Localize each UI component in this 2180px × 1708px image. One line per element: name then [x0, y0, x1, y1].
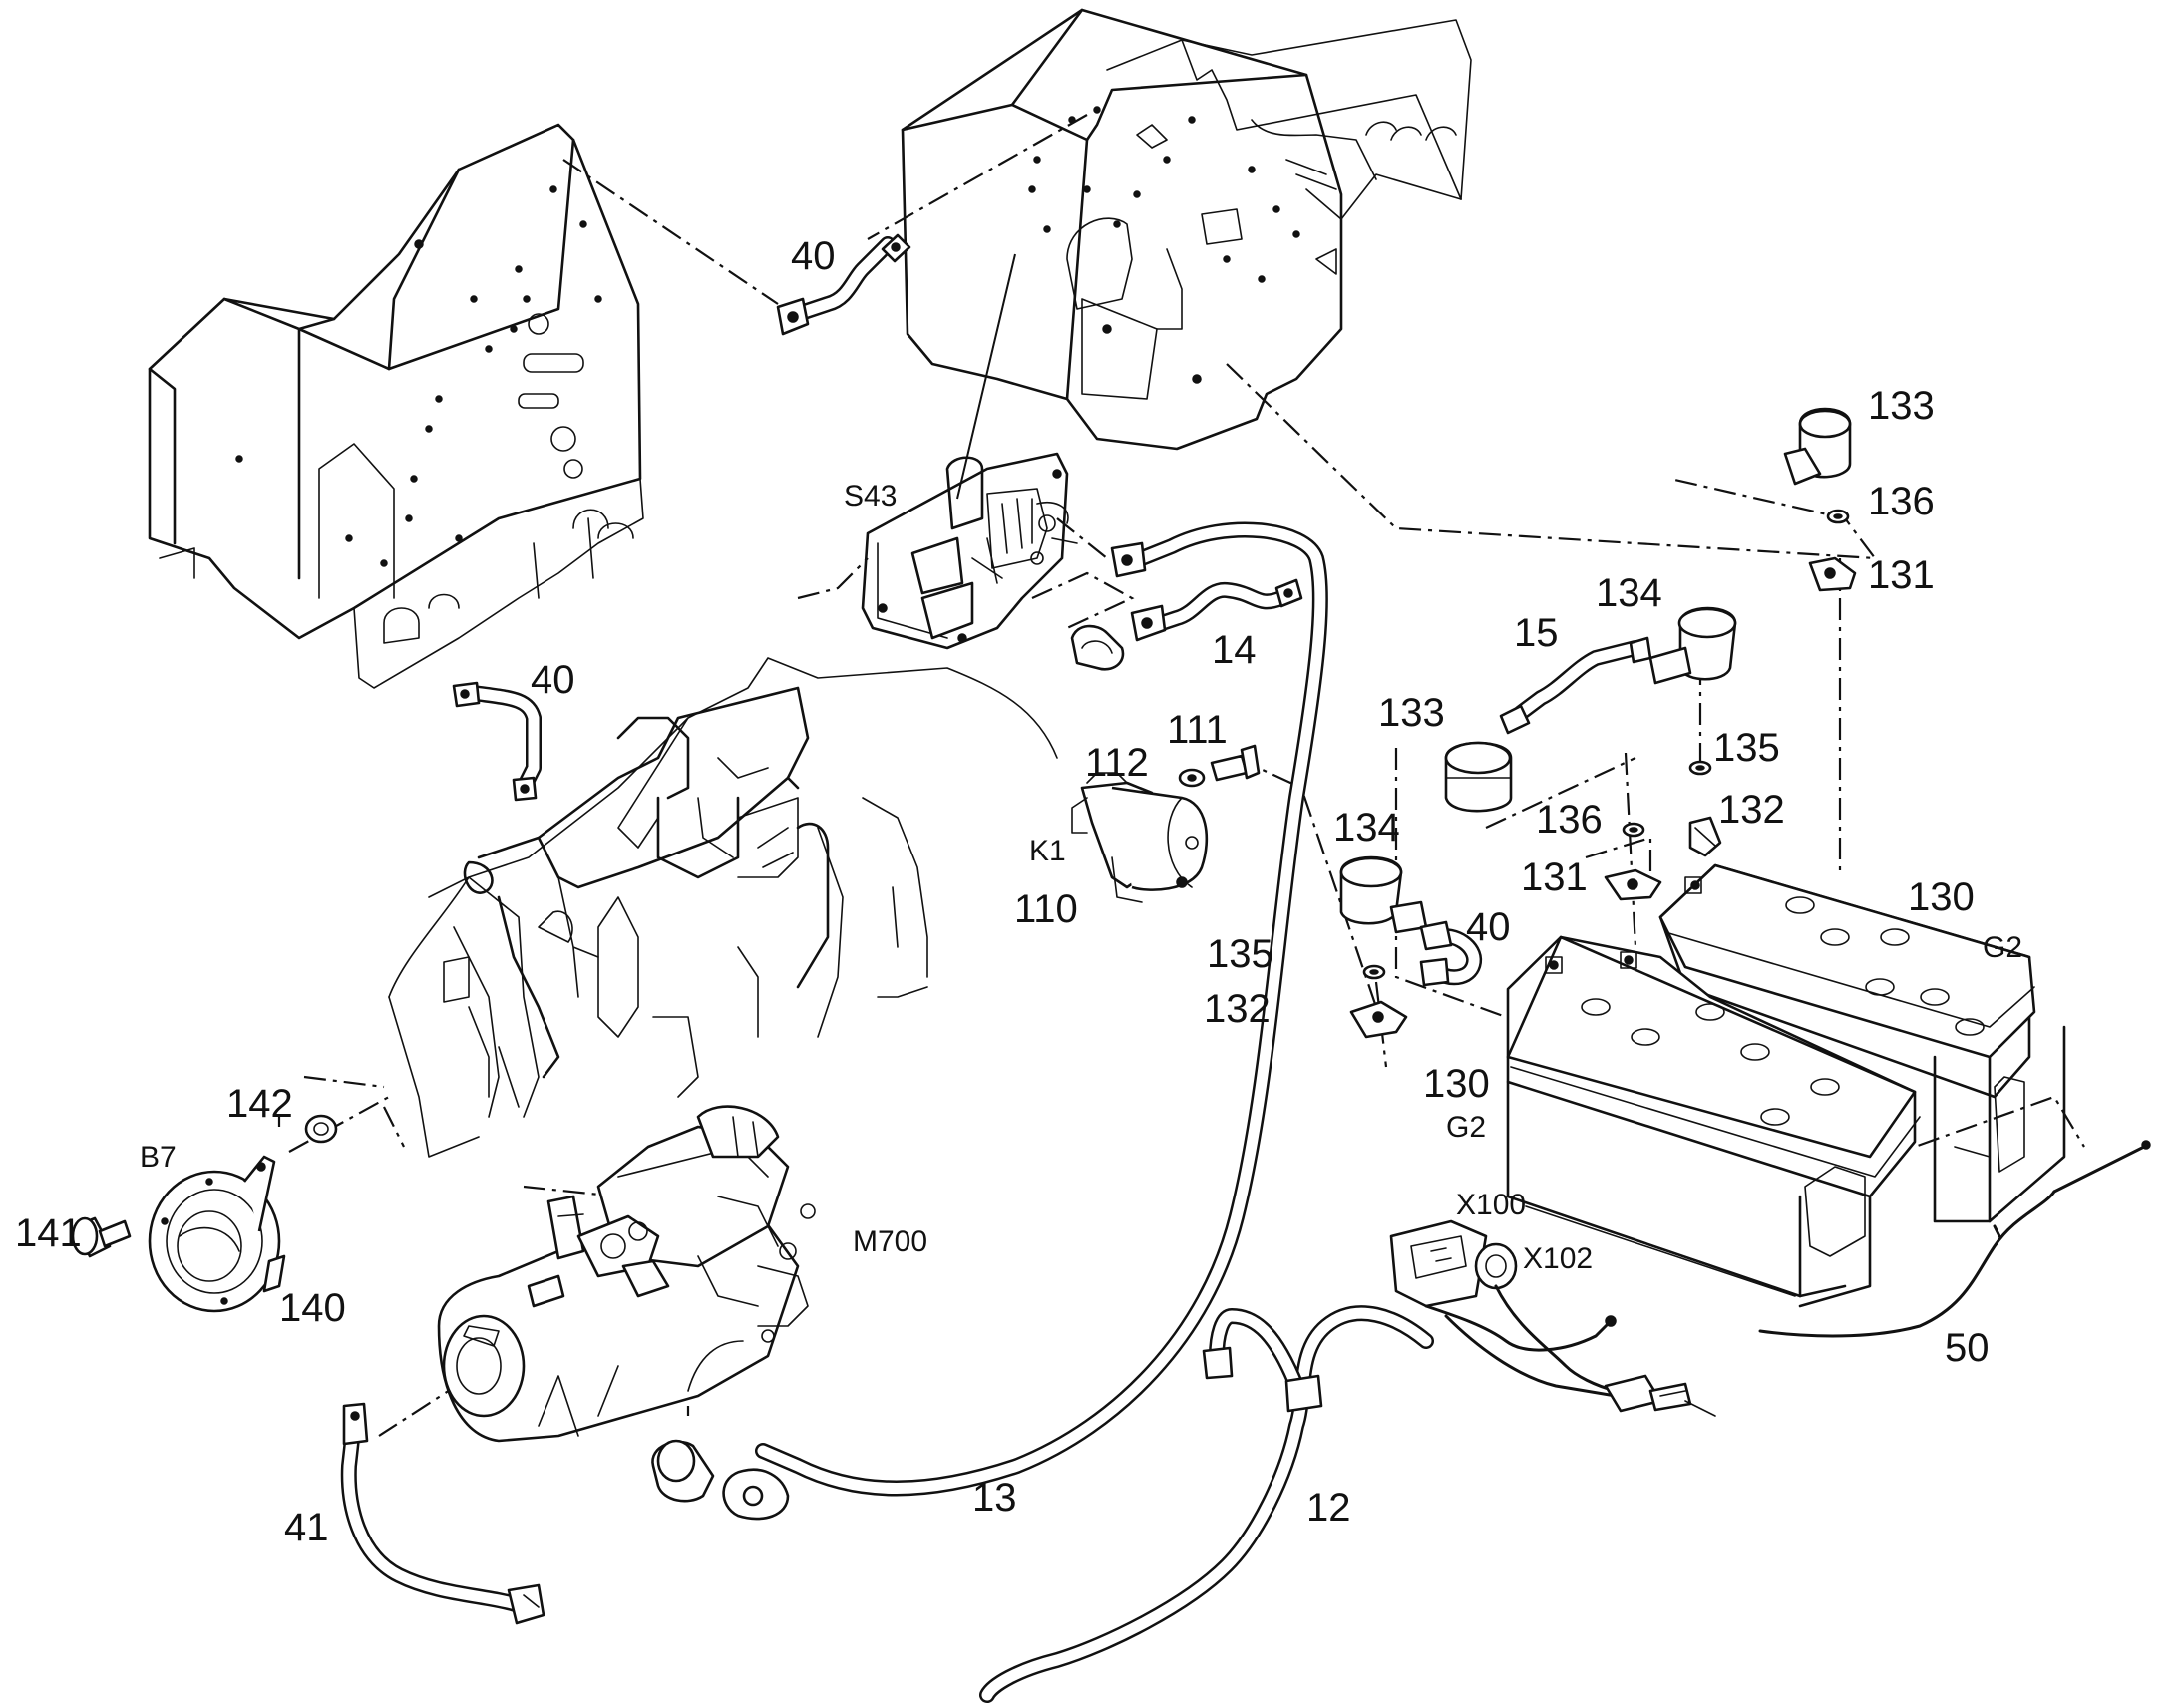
label-130-rear: 130	[1908, 875, 1975, 919]
bolt-141	[71, 1216, 132, 1258]
label-13: 13	[972, 1476, 1017, 1520]
bolt-111	[1210, 744, 1261, 782]
starter-terminal-cap	[651, 1439, 715, 1503]
label-134-left: 134	[1333, 806, 1400, 850]
terminal-clamp-131-right	[1808, 556, 1857, 592]
ground-strap-40-left	[452, 681, 542, 802]
terminal-cap-133-left	[1444, 741, 1513, 813]
terminal-cap-134-left	[1339, 855, 1428, 934]
label-40-top: 40	[791, 234, 836, 278]
label-136-left: 136	[1536, 798, 1603, 842]
washer-112	[1178, 768, 1206, 788]
label-130-front: 130	[1423, 1062, 1490, 1106]
part-labels: 40 40 40 S43 14 15 133 133 136 136 131 1…	[15, 234, 2022, 1549]
battery-cable-15	[1499, 636, 1652, 735]
washer-135-right	[1688, 760, 1712, 776]
label-g2-rear: G2	[1983, 931, 2022, 964]
label-133-left: 133	[1378, 691, 1445, 735]
relay-k1	[1071, 772, 1209, 903]
chassis-frame	[388, 657, 1058, 1158]
label-41: 41	[284, 1506, 329, 1549]
label-134-right: 134	[1596, 571, 1662, 615]
label-40-left: 40	[531, 658, 575, 702]
wire-50	[1758, 1140, 2151, 1338]
label-14: 14	[1212, 628, 1257, 672]
label-50: 50	[1945, 1326, 1990, 1370]
label-132-left: 132	[1204, 987, 1271, 1031]
label-131-right: 131	[1868, 553, 1935, 597]
label-131-left: 131	[1521, 855, 1588, 899]
label-x100: X100	[1456, 1189, 1526, 1221]
label-k1: K1	[1029, 835, 1066, 867]
battery-cable-14	[1070, 578, 1303, 671]
label-135-right: 135	[1713, 726, 1780, 770]
label-112: 112	[1085, 741, 1149, 785]
washer-136-right	[1826, 509, 1850, 524]
washer-142	[304, 1114, 338, 1144]
label-140: 140	[279, 1286, 346, 1330]
label-12: 12	[1306, 1486, 1351, 1530]
upper-frame-panel	[901, 8, 1472, 451]
label-m700: M700	[853, 1225, 927, 1258]
label-110: 110	[1014, 887, 1078, 931]
label-40-battery: 40	[1466, 905, 1511, 949]
label-142: 142	[226, 1082, 293, 1126]
terminal-clamp-131-left	[1604, 868, 1662, 901]
washer-136-left	[1622, 822, 1645, 838]
horn-b7	[148, 1155, 286, 1313]
label-s43: S43	[844, 480, 897, 512]
battery-130-rear	[1658, 863, 2066, 1223]
washer-135-left	[1362, 964, 1386, 980]
starter-motor-m700	[437, 1105, 816, 1443]
terminal-clamp-132-left	[1349, 1000, 1408, 1039]
ground-cable-41	[340, 1402, 545, 1625]
ground-strap-40-battery	[1419, 920, 1482, 987]
terminal-cap-134-right	[1648, 606, 1737, 685]
label-x102: X102	[1523, 1242, 1593, 1275]
label-g2-front: G2	[1446, 1111, 1486, 1144]
battery-cable-13	[722, 521, 1328, 1521]
ground-strap-40-top	[776, 233, 911, 336]
terminal-cap-133-right	[1783, 407, 1852, 486]
label-15: 15	[1514, 611, 1559, 655]
label-111: 111	[1167, 708, 1228, 752]
battery-130-front	[1506, 935, 1921, 1308]
label-135-left: 135	[1207, 932, 1273, 976]
label-b7: B7	[140, 1141, 177, 1174]
label-141: 141	[15, 1211, 82, 1255]
label-132-right: 132	[1718, 788, 1785, 832]
left-cab-panel	[148, 123, 644, 689]
terminal-clamp-132-right	[1688, 816, 1722, 857]
label-136-right: 136	[1868, 480, 1935, 523]
battery-master-switch-s43	[861, 253, 1078, 650]
battery-cable-12-and-harness	[979, 1219, 1716, 1703]
assembly-leader-lines	[277, 114, 2085, 1437]
label-133-right: 133	[1868, 384, 1935, 428]
